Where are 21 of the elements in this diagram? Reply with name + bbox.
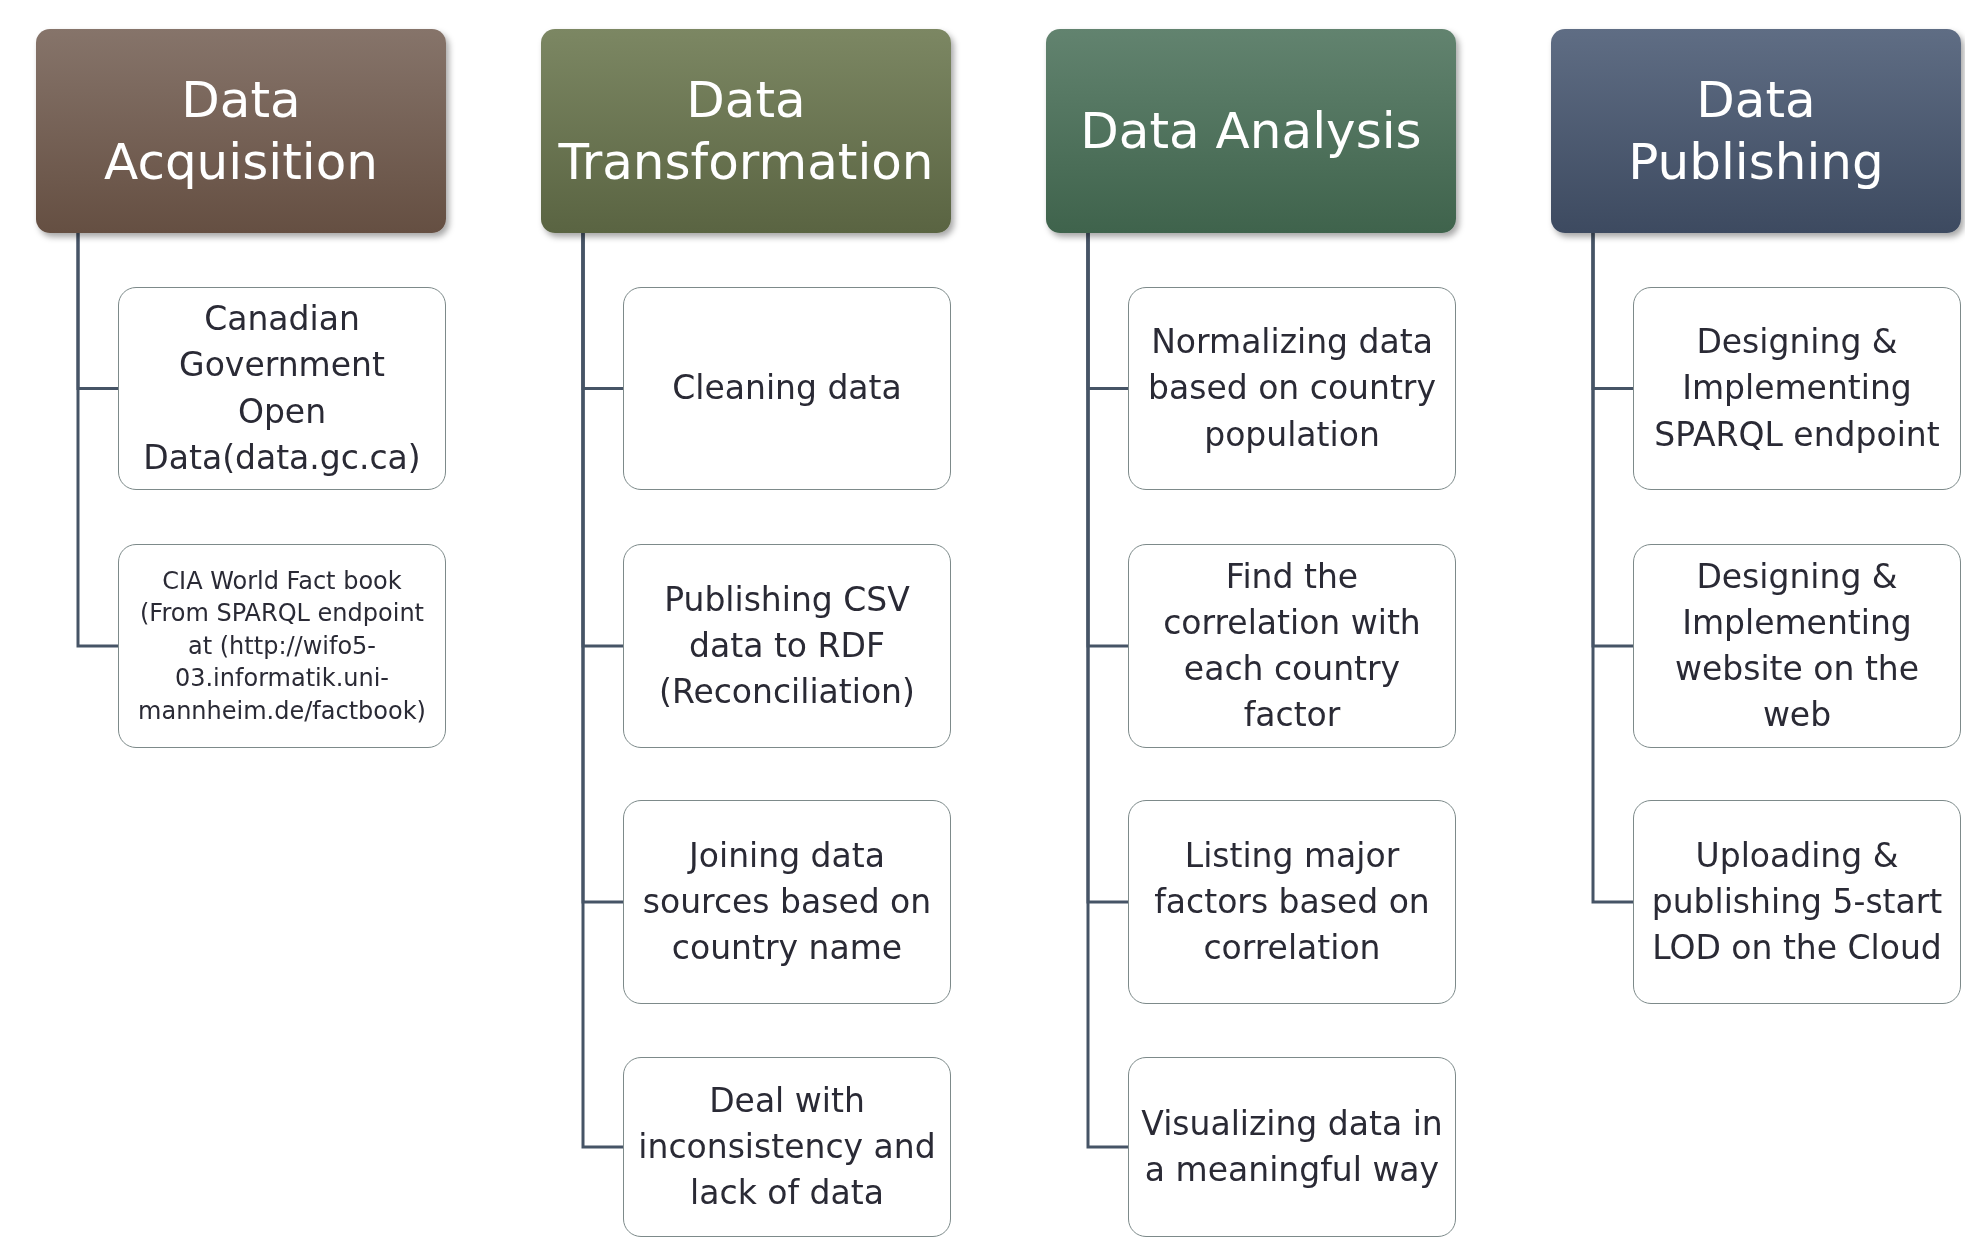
task-box: Deal with inconsistency and lack of data: [623, 1057, 951, 1237]
connector-line: [1086, 233, 1128, 1149]
task-box: Find the correlation with each country factor: [1128, 544, 1456, 748]
task-box: Publishing CSV data to RDF (Reconciliation): [623, 544, 951, 748]
stage-header: Data Publishing: [1551, 29, 1961, 233]
task-box: Visualizing data in a meaningful way: [1128, 1057, 1456, 1237]
task-box: CIA World Fact book (From SPARQL endpoint at (http://wifo5-03.informatik.uni-mannheim.de/factbook): [118, 544, 446, 748]
task-box: Normalizing data based on country population: [1128, 287, 1456, 490]
task-box: Listing major factors based on correlation: [1128, 800, 1456, 1004]
stage-header: Data Transformation: [541, 29, 951, 233]
task-box: Uploading & publishing 5-start LOD on the Cloud: [1633, 800, 1961, 1004]
connector-line: [581, 233, 623, 1149]
connector-line: [76, 233, 118, 648]
task-box: Designing & Implementing website on the web: [1633, 544, 1961, 748]
task-box: Joining data sources based on country name: [623, 800, 951, 1004]
task-box: Designing & Implementing SPARQL endpoint: [1633, 287, 1961, 490]
task-box: Canadian Government Open Data(data.gc.ca): [118, 287, 446, 490]
stage-header: Data Analysis: [1046, 29, 1456, 233]
task-box: Cleaning data: [623, 287, 951, 490]
connector-line: [1591, 233, 1633, 904]
stage-header: Data Acquisition: [36, 29, 446, 233]
